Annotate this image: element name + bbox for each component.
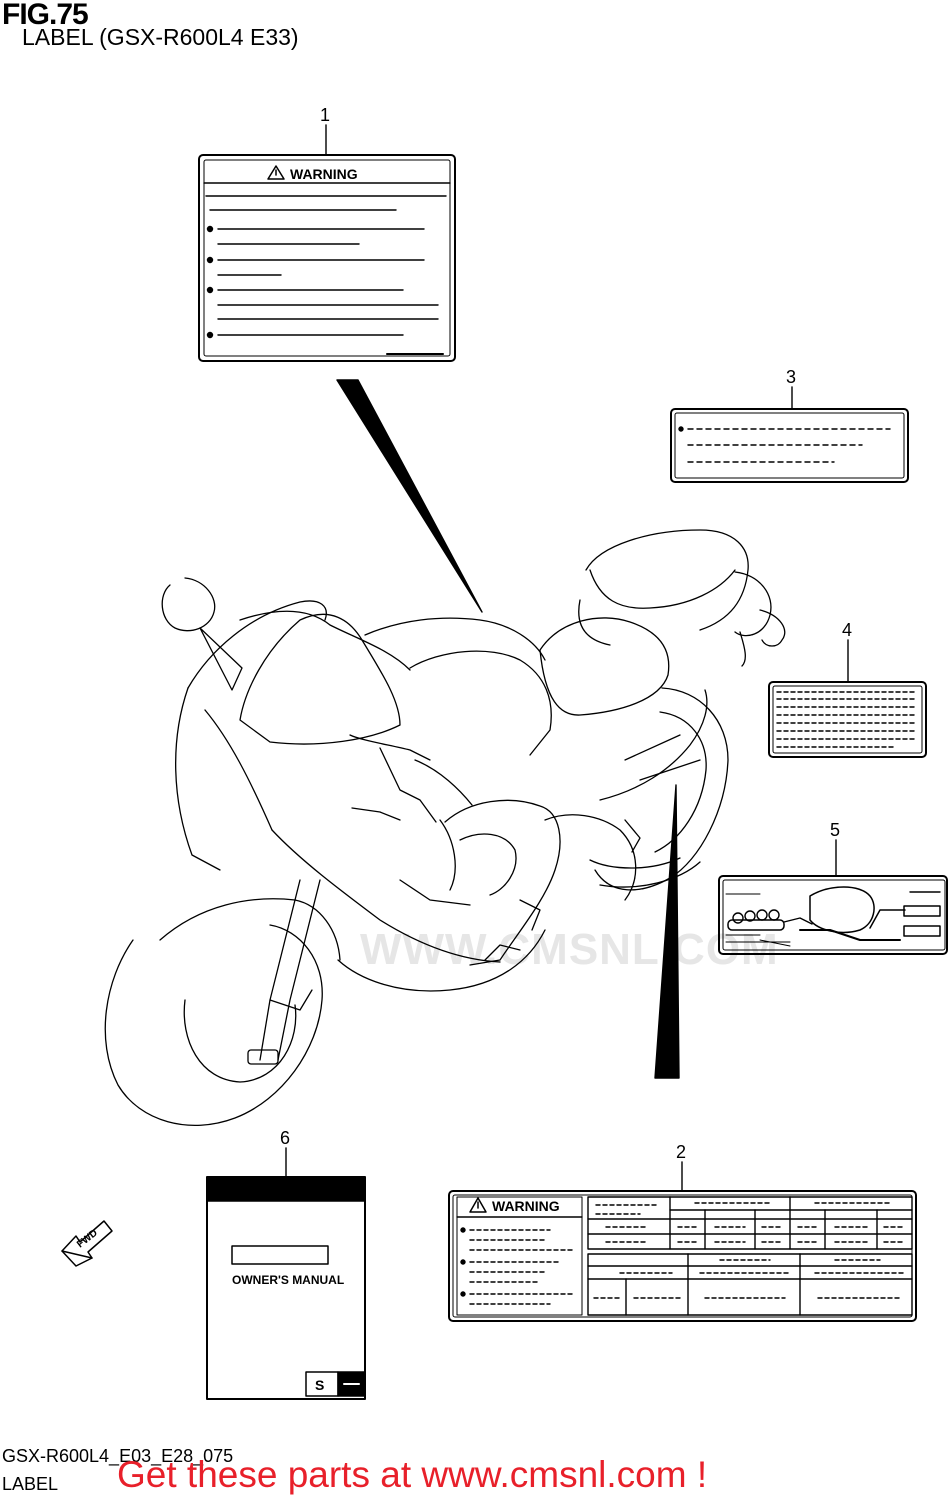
injector-cluster-icon: [727, 909, 813, 931]
drawing-code: GSX-R600L4_E03_E28_075: [2, 1446, 234, 1466]
promo-link[interactable]: Get these parts at www.cmsnl.com !: [117, 1454, 708, 1495]
callout-2: 2: [676, 1142, 686, 1192]
label-2-warning-text: WARNING: [492, 1198, 560, 1214]
pointer-label-1: [336, 379, 483, 613]
pointer-label-2: [654, 784, 680, 1079]
svg-text:3: 3: [786, 367, 796, 387]
callout-4: 4: [842, 620, 852, 683]
warning-triangle-icon: [469, 1197, 487, 1213]
svg-text:5: 5: [830, 820, 840, 840]
label-1-warning-sticker[interactable]: WARNING: [198, 154, 456, 362]
fuel-tank-outline-icon: [809, 886, 875, 934]
label-4-sticker[interactable]: [768, 681, 927, 758]
callout-3: 3: [786, 367, 796, 410]
svg-text:S: S: [315, 1377, 324, 1393]
label-2-warning-table-sticker[interactable]: WARNING: [448, 1190, 917, 1322]
figure-number: FIG.75: [2, 0, 89, 31]
callout-5: 5: [830, 820, 840, 877]
svg-text:2: 2: [676, 1142, 686, 1162]
label-1-warning-text: WARNING: [290, 166, 358, 182]
section-label: LABEL: [2, 1474, 59, 1494]
callout-6: 6: [280, 1128, 290, 1178]
callout-1: 1: [320, 105, 330, 156]
watermark-text: WWW.CMSNL.COM: [360, 925, 779, 974]
svg-text:6: 6: [280, 1128, 290, 1148]
manual-title: OWNER'S MANUAL: [232, 1273, 344, 1287]
suzuki-logo-icon: S: [305, 1371, 366, 1397]
warning-triangle-icon: [267, 165, 285, 180]
figure-subtitle: LABEL (GSX-R600L4 E33): [22, 24, 299, 50]
owners-manual[interactable]: OWNER'S MANUAL S: [206, 1176, 366, 1400]
svg-text:1: 1: [320, 105, 330, 125]
forward-arrow-icon: FWD: [61, 1220, 113, 1267]
label-3-sticker[interactable]: [670, 408, 909, 483]
motorcycle-outline: [104, 529, 786, 1126]
svg-text:4: 4: [842, 620, 852, 640]
label-5-routing-sticker[interactable]: [718, 875, 948, 955]
